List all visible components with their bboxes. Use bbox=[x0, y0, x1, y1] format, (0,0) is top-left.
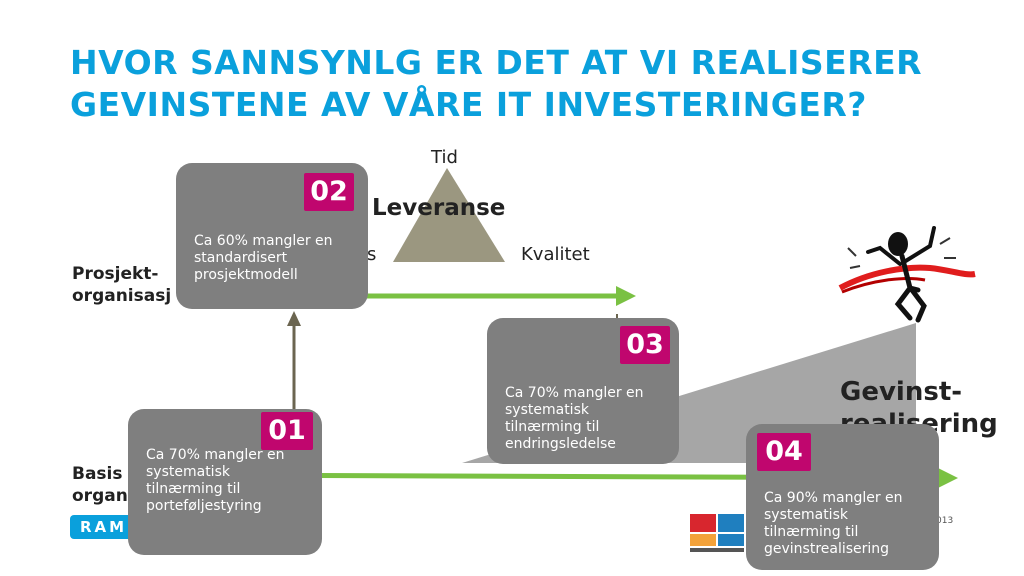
card-03-line: systematisk bbox=[505, 402, 589, 418]
card-04-line: gevinstrealisering bbox=[764, 541, 890, 557]
data-logo bbox=[690, 514, 744, 552]
card-badge-03: 03 bbox=[620, 326, 670, 364]
delivery-triangle bbox=[393, 168, 505, 262]
card-01-line: Ca 70% mangler en bbox=[146, 447, 285, 463]
project-level-line2: organisasj bbox=[72, 286, 172, 306]
project-arrow-head bbox=[616, 286, 636, 306]
card-badge-01: 01 bbox=[261, 412, 313, 450]
card-04-line: tilnærming til bbox=[764, 524, 859, 540]
card-text-01: Ca 70% mangler en systematisk tilnærming… bbox=[146, 447, 285, 515]
triangle-left-label: s bbox=[367, 244, 377, 265]
card-text-02: Ca 60% mangler en standardisert prosjekt… bbox=[194, 233, 333, 284]
triangle-name-label: Leveranse bbox=[372, 195, 506, 221]
card-03-line: endringsledelse bbox=[505, 436, 616, 452]
triangle-time-label: Tid bbox=[431, 147, 458, 168]
footer-year: 013 bbox=[936, 516, 954, 526]
up-arrow-head bbox=[287, 311, 301, 326]
card-02-line: standardisert bbox=[194, 250, 288, 266]
runner-illustration bbox=[838, 226, 976, 323]
base-level-label: Basis organ bbox=[72, 463, 128, 507]
card-04-line: systematisk bbox=[764, 507, 848, 523]
card-01: 01 Ca 70% mangler en systematisk tilnærm… bbox=[128, 409, 322, 555]
card-badge-04: 04 bbox=[757, 433, 811, 471]
project-level-label: Prosjekt- organisasj bbox=[72, 263, 171, 307]
base-arrow-head bbox=[938, 468, 958, 488]
card-02: 02 Ca 60% mangler en standardisert prosj… bbox=[176, 163, 368, 309]
base-level-line2: organ bbox=[72, 486, 128, 506]
card-03-line: Ca 70% mangler en bbox=[505, 385, 644, 401]
card-04-line: Ca 90% mangler en bbox=[764, 490, 903, 506]
card-02-line: prosjektmodell bbox=[194, 267, 298, 283]
page-title: HVOR SANNSYNLG ER DET AT VI REALISERER G… bbox=[70, 43, 923, 124]
card-01-line: systematisk bbox=[146, 464, 230, 480]
benefit-label-line1: Gevinst- bbox=[840, 377, 963, 407]
card-01-line: porteføljestyring bbox=[146, 498, 262, 514]
card-text-04: Ca 90% mangler en systematisk tilnærming… bbox=[764, 490, 903, 558]
project-level-line1: Prosjekt- bbox=[72, 264, 159, 284]
card-02-line: Ca 60% mangler en bbox=[194, 233, 333, 249]
card-01-line: tilnærming til bbox=[146, 481, 241, 497]
triangle-quality-label: Kvalitet bbox=[521, 244, 590, 265]
card-text-03: Ca 70% mangler en systematisk tilnærming… bbox=[505, 385, 644, 453]
card-badge-02: 02 bbox=[304, 173, 354, 211]
card-04: 04 Ca 90% mangler en systematisk tilnærm… bbox=[746, 424, 939, 570]
card-03: 03 Ca 70% mangler en systematisk tilnærm… bbox=[487, 318, 679, 464]
card-03-line: tilnærming til bbox=[505, 419, 600, 435]
base-level-line1: Basis bbox=[72, 464, 123, 484]
